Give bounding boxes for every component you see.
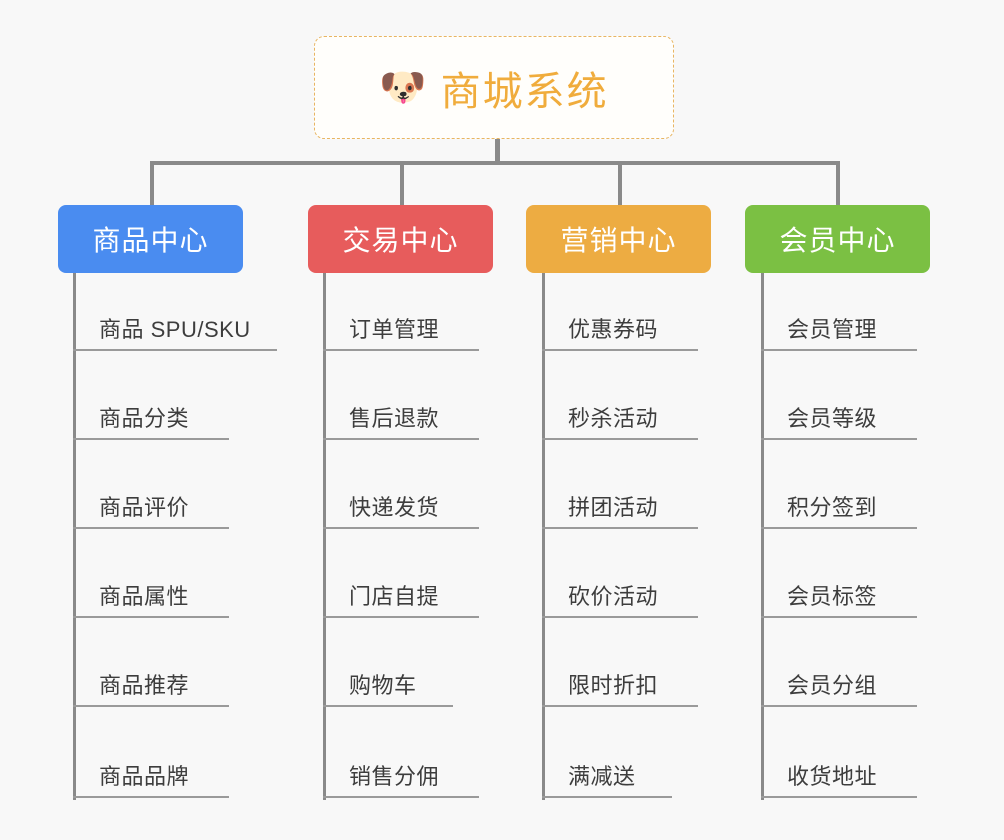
leaf-item-underline bbox=[761, 796, 917, 798]
connector-drop-trade-center bbox=[400, 161, 404, 205]
branch-header-label: 会员中心 bbox=[779, 225, 896, 256]
leaf-item-underline bbox=[542, 349, 698, 351]
branch-items-member-center: 会员管理 会员等级 积分签到 会员标签 会员分组 收货地址 bbox=[761, 273, 991, 800]
leaf-item-label: 商品评价 bbox=[99, 495, 190, 520]
leaf-item-underline bbox=[761, 705, 917, 707]
leaf-item-underline bbox=[73, 705, 229, 707]
leaf-item-label: 商品属性 bbox=[99, 584, 190, 609]
leaf-item-underline bbox=[761, 616, 917, 618]
leaf-item-label: 优惠券码 bbox=[568, 317, 659, 342]
leaf-item-underline bbox=[323, 616, 479, 618]
leaf-item-label: 满减送 bbox=[568, 764, 636, 789]
leaf-item-label: 会员分组 bbox=[787, 673, 878, 698]
leaf-item-label: 拼团活动 bbox=[568, 495, 659, 520]
branch-header-label: 商品中心 bbox=[92, 225, 209, 256]
branch-header-marketing-center[interactable]: 营销中心 bbox=[526, 205, 711, 273]
connector-drop-marketing-center bbox=[618, 161, 622, 205]
connector-drop-product-center bbox=[150, 161, 154, 205]
branch-trunk-line bbox=[323, 273, 326, 800]
leaf-item-label: 商品 SPU/SKU bbox=[99, 317, 251, 342]
root-node-mall-system[interactable]: 🐶 商城系统 bbox=[314, 36, 674, 139]
leaf-item-label: 会员等级 bbox=[787, 406, 878, 431]
leaf-item-label: 门店自提 bbox=[349, 584, 440, 609]
leaf-item-label: 收货地址 bbox=[787, 764, 878, 789]
leaf-item-underline bbox=[542, 616, 698, 618]
branch-trunk-line bbox=[761, 273, 764, 800]
branch-items-marketing-center: 优惠券码 秒杀活动 拼团活动 砍价活动 限时折扣 满减送 bbox=[542, 273, 772, 800]
leaf-item-label: 商品品牌 bbox=[99, 764, 190, 789]
leaf-item-label: 限时折扣 bbox=[568, 673, 659, 698]
leaf-item-label: 订单管理 bbox=[349, 317, 440, 342]
leaf-item-underline bbox=[73, 438, 229, 440]
leaf-item-underline bbox=[73, 796, 229, 798]
leaf-item-label: 商品推荐 bbox=[99, 673, 190, 698]
leaf-item-underline bbox=[761, 349, 917, 351]
leaf-item-underline bbox=[323, 527, 479, 529]
branch-items-product-center: 商品 SPU/SKU 商品分类 商品评价 商品属性 商品推荐 商品品牌 bbox=[73, 273, 303, 800]
leaf-item-underline bbox=[542, 796, 672, 798]
branch-header-label: 交易中心 bbox=[342, 225, 459, 256]
leaf-item-underline bbox=[542, 438, 698, 440]
leaf-item-label: 销售分佣 bbox=[349, 764, 440, 789]
leaf-item-underline bbox=[323, 796, 479, 798]
branch-header-label: 营销中心 bbox=[560, 225, 677, 256]
leaf-item-underline bbox=[761, 438, 917, 440]
leaf-item-underline bbox=[542, 527, 698, 529]
connector-horizontal-bus bbox=[150, 161, 840, 165]
leaf-item-label: 砍价活动 bbox=[568, 584, 659, 609]
branch-items-trade-center: 订单管理 售后退款 快递发货 门店自提 购物车 销售分佣 bbox=[323, 273, 553, 800]
leaf-item-underline bbox=[542, 705, 698, 707]
leaf-item-underline bbox=[323, 705, 453, 707]
leaf-item-label: 购物车 bbox=[349, 673, 417, 698]
branch-header-trade-center[interactable]: 交易中心 bbox=[308, 205, 493, 273]
leaf-item-underline bbox=[323, 349, 479, 351]
leaf-item-label: 积分签到 bbox=[787, 495, 878, 520]
leaf-item-underline bbox=[73, 527, 229, 529]
leaf-item-label: 售后退款 bbox=[349, 406, 440, 431]
leaf-item-underline bbox=[73, 349, 277, 351]
leaf-item-label: 秒杀活动 bbox=[568, 406, 659, 431]
leaf-item-label: 会员标签 bbox=[787, 584, 878, 609]
branch-trunk-line bbox=[542, 273, 545, 800]
branch-header-product-center[interactable]: 商品中心 bbox=[58, 205, 243, 273]
leaf-item-underline bbox=[761, 527, 917, 529]
connector-drop-member-center bbox=[836, 161, 840, 205]
leaf-item-label: 会员管理 bbox=[787, 317, 878, 342]
branch-trunk-line bbox=[73, 273, 76, 800]
leaf-item-underline bbox=[73, 616, 229, 618]
branch-header-member-center[interactable]: 会员中心 bbox=[745, 205, 930, 273]
leaf-item-label: 快递发货 bbox=[349, 495, 440, 520]
shiba-dog-face-icon: 🐶 bbox=[379, 66, 427, 109]
leaf-item-underline bbox=[323, 438, 479, 440]
root-node-title: 商城系统 bbox=[440, 69, 609, 114]
leaf-item-label: 商品分类 bbox=[99, 406, 190, 431]
connector-root-stem bbox=[495, 139, 500, 163]
